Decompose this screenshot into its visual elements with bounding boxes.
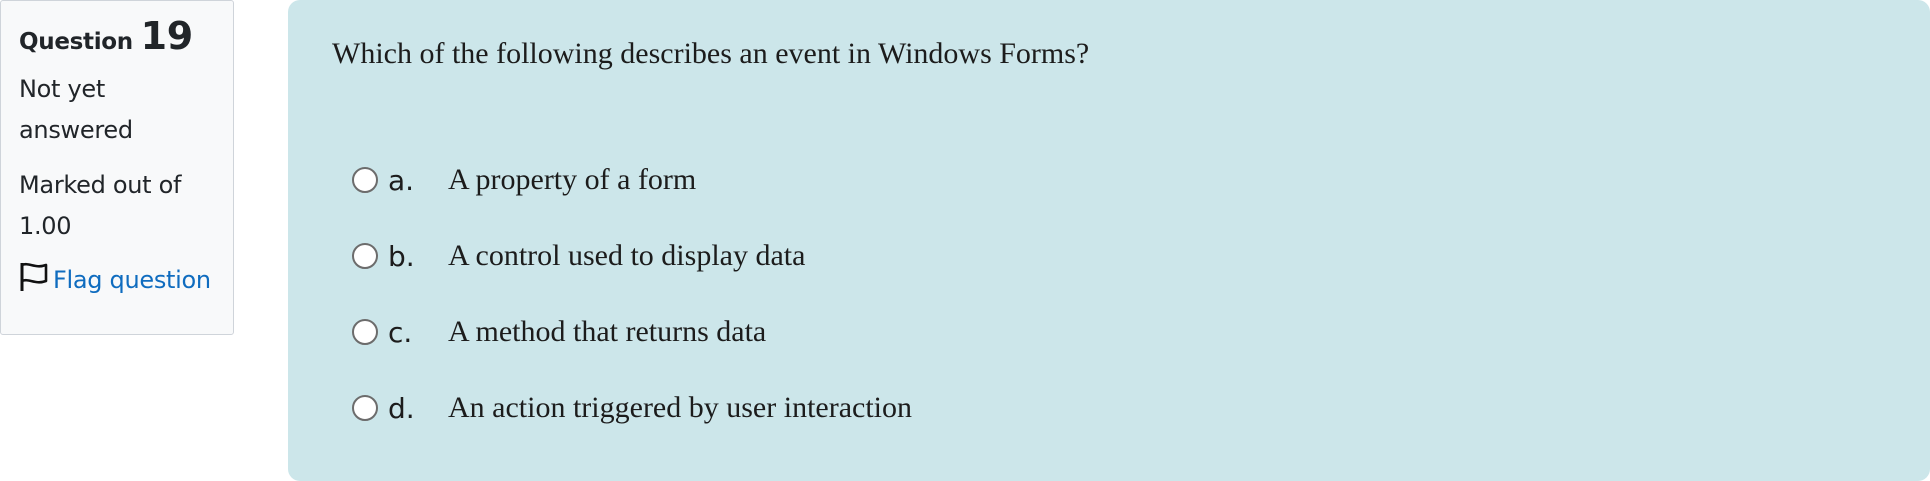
flag-question-label[interactable]: Flag question (53, 266, 211, 294)
question-label: Question (19, 29, 133, 55)
radio-button[interactable] (352, 319, 378, 345)
option-text[interactable]: A property of a form (448, 163, 697, 196)
option-text[interactable]: A control used to display data (448, 239, 806, 272)
option-letter: b. (388, 239, 415, 273)
answer-option-b[interactable]: b. A control used to display data (352, 218, 1886, 294)
option-letter: c. (388, 315, 413, 349)
question-number-heading: Question 19 (19, 15, 215, 63)
answer-option-d[interactable]: d. An action triggered by user interacti… (352, 370, 1886, 446)
question-grade: Marked out of 1.00 (19, 171, 182, 240)
answer-option-a[interactable]: a. A property of a form (352, 142, 1886, 218)
radio-button[interactable] (352, 395, 378, 421)
radio-button[interactable] (352, 167, 378, 193)
question-info-panel: Question 19 Not yet answered Marked out … (0, 0, 234, 335)
question-number: 19 (140, 14, 194, 58)
option-text[interactable]: A method that returns data (448, 315, 767, 348)
question-content: Which of the following describes an even… (288, 0, 1930, 481)
flag-icon (19, 261, 53, 299)
answer-option-c[interactable]: c. A method that returns data (352, 294, 1886, 370)
radio-button[interactable] (352, 243, 378, 269)
option-letter: d. (388, 391, 415, 425)
answer-options: a. A property of a form b. A control use… (332, 142, 1886, 446)
flag-question-link[interactable]: Flag question (19, 261, 215, 299)
question-state: Not yet answered (19, 75, 133, 144)
option-text[interactable]: An action triggered by user interaction (448, 391, 913, 424)
option-letter: a. (388, 163, 415, 197)
question-text: Which of the following describes an even… (332, 37, 1090, 70)
